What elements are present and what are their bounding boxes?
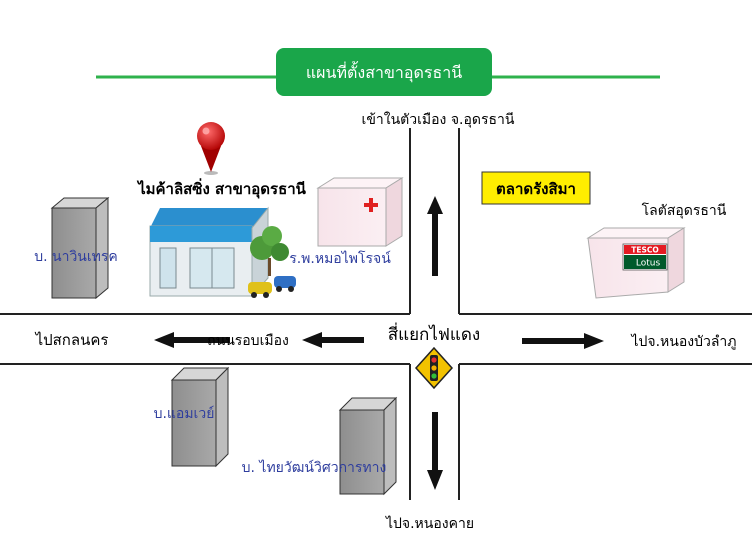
to-city-label: เข้าในตัวเมือง จ.อุดรธานี: [362, 111, 515, 128]
roads: [0, 128, 752, 500]
arrow-left-near: [302, 332, 364, 348]
to-sakon-label: ไปสกลนคร: [35, 331, 109, 349]
shop-label: ไมค้าลิสซิ่ง สาขาอุดรธานี: [136, 178, 307, 199]
intersection-label: สี่แยกไฟแดง: [388, 322, 480, 345]
arrow-left-far: [154, 332, 230, 348]
title-badge: [276, 48, 492, 96]
trees: [250, 226, 289, 276]
market-label: ตลาดรังสิมา: [496, 180, 576, 198]
tesco-text: TESCO: [631, 246, 659, 255]
hospital-building: [316, 177, 404, 247]
arrow-down: [427, 412, 443, 490]
building-amway: [170, 366, 230, 468]
ring-road-label: ถนนรอบเมือง: [207, 333, 289, 349]
building-thai-watana: [338, 396, 398, 496]
red-cross-icon: [364, 198, 378, 212]
co-amway-label: บ.แอมเวย์: [154, 405, 215, 422]
market-badge: [481, 171, 591, 205]
map-pin-icon: [197, 122, 225, 175]
arrow-right: [522, 333, 604, 349]
hospital-label: ร.พ.หมอไพโรจน์: [289, 250, 391, 267]
lotus-text: Lotus: [636, 259, 661, 269]
map-title: แผนที่ตั้งสาขาอุดรธานี: [306, 61, 462, 83]
lotus-label: โลตัสอุดรธานี: [642, 202, 727, 219]
lotus-building: TESCO Lotus: [586, 227, 686, 299]
building-navin: [50, 196, 110, 300]
arrow-up: [427, 196, 443, 276]
to-nongbua-label: ไปจ.หนองบัวลำภู: [630, 333, 736, 350]
to-nongkhai-label: ไปจ.หนองคาย: [385, 515, 474, 532]
cars: [248, 276, 296, 298]
co-navin-label: บ. นาวินเทรค: [34, 249, 118, 265]
traffic-light-icon: [414, 346, 454, 390]
co-thai-watana-label: บ. ไทยวัฒน์วิศวการทาง: [242, 459, 387, 476]
